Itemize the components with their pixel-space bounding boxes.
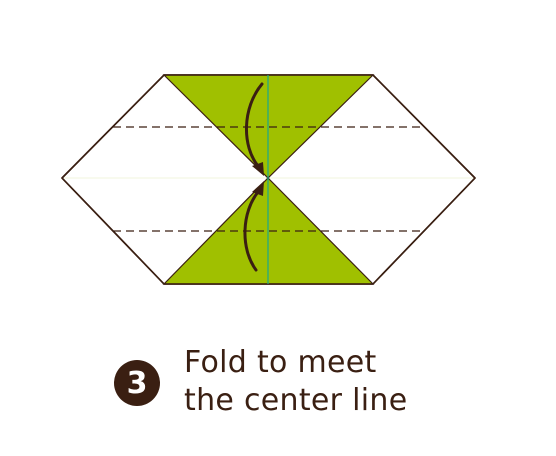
- fold-down-arrow-icon: [245, 82, 264, 176]
- instruction-line-1: Fold to meet: [184, 345, 377, 380]
- fold-up-arrow-icon: [243, 181, 264, 272]
- instruction-line-2: the center line: [184, 383, 408, 418]
- step-instruction: Fold to meet the center line: [184, 344, 407, 420]
- step-number-badge: 3: [114, 360, 160, 406]
